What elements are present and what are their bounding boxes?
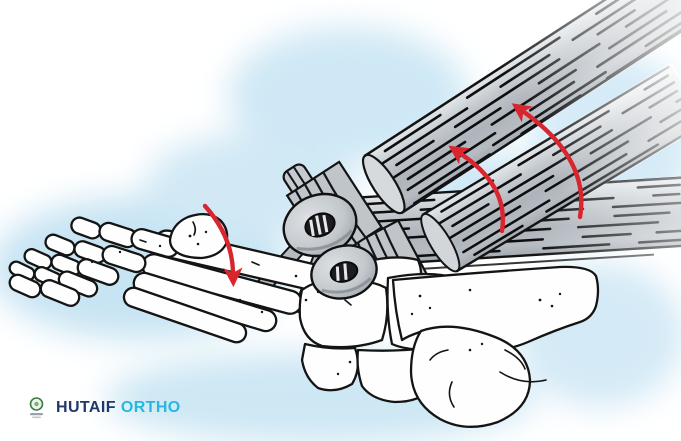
- foot-skeleton: [8, 212, 600, 428]
- toe-phalanges: [8, 216, 180, 307]
- forefoot-drop-arrow-icon: [202, 203, 243, 288]
- bone-texture: [139, 221, 547, 408]
- muscle-pull-arrow-right-icon: [511, 103, 584, 220]
- brand-text-secondary: ORTHO: [120, 399, 181, 416]
- muscle-pull-arrow-left-icon: [448, 145, 506, 234]
- motion-arrows: [202, 103, 584, 288]
- hutaif-emblem-icon: [29, 397, 44, 419]
- pulley-disc-lower: [310, 244, 378, 300]
- brand-text-primary: HUTAIF: [56, 399, 116, 416]
- metatarsals: [122, 229, 324, 344]
- bone-stipple: [90, 230, 562, 376]
